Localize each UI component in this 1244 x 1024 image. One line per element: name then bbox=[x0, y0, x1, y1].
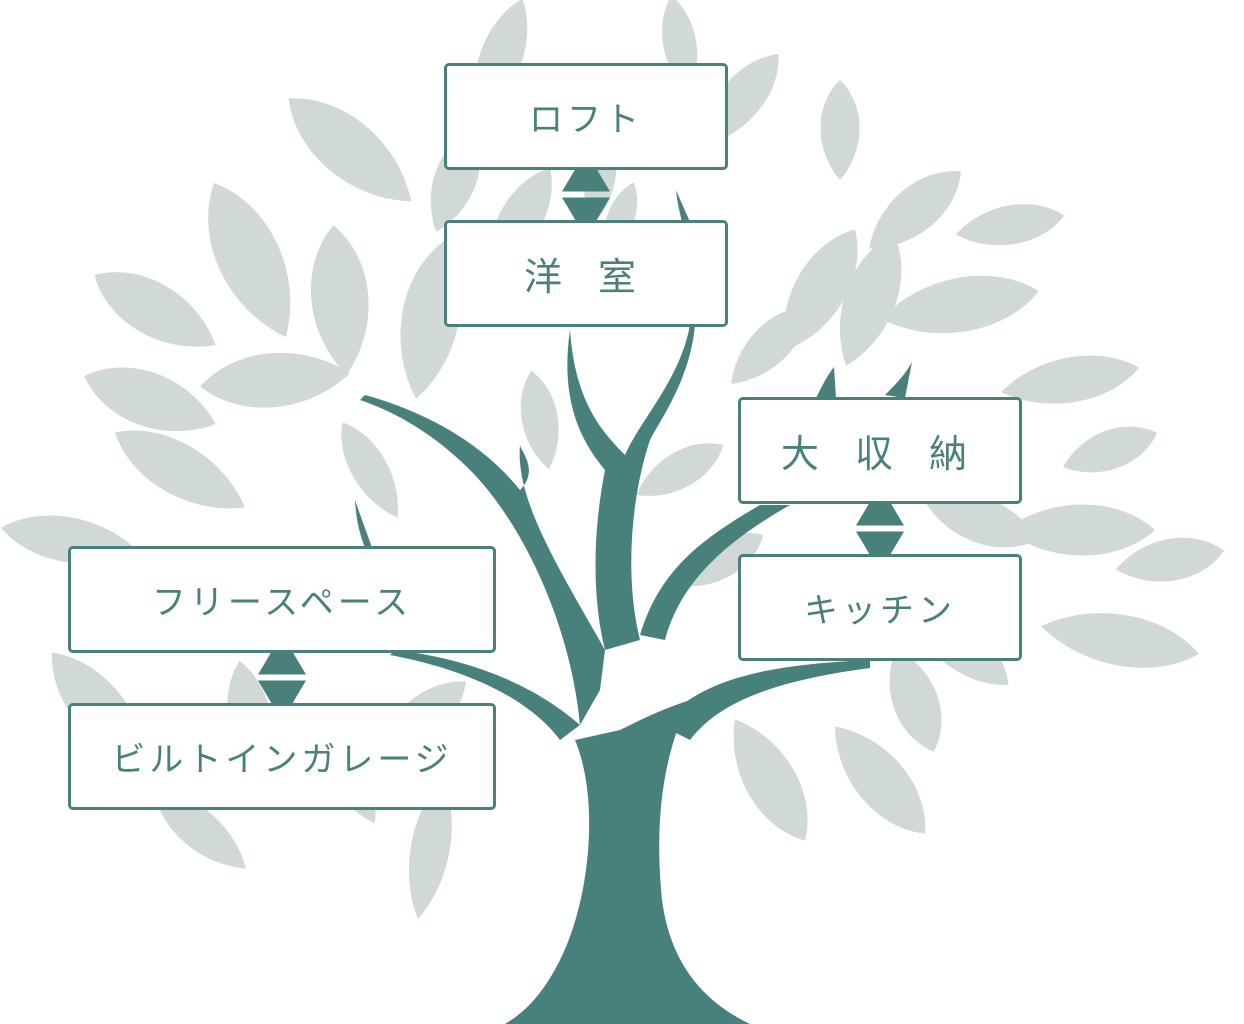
kitchen-label: キッチン bbox=[804, 591, 956, 631]
leaf-27 bbox=[835, 726, 926, 834]
leaf-21 bbox=[1005, 504, 1155, 556]
loft-box: ロフト bbox=[444, 63, 728, 170]
kitchen-connector-down-arrow-icon bbox=[856, 531, 904, 572]
leaf-28 bbox=[733, 719, 808, 841]
builtin_garage-connector-down-arrow-icon bbox=[258, 680, 306, 721]
leaf-19 bbox=[1001, 355, 1139, 404]
leaf-24 bbox=[923, 493, 1037, 548]
loft-connector-up-arrow-icon bbox=[562, 151, 610, 192]
leaf-3 bbox=[94, 272, 216, 347]
leaf-14 bbox=[955, 204, 1065, 246]
loft-label: ロフト bbox=[529, 100, 643, 140]
leaf-23 bbox=[1041, 613, 1199, 668]
builtin-garage-label: ビルトインガレージ bbox=[111, 740, 453, 780]
leaf-20 bbox=[1063, 426, 1157, 473]
leaf-40 bbox=[154, 791, 246, 869]
large_storage-connector-up-arrow-icon bbox=[856, 485, 904, 526]
leaf-26 bbox=[889, 648, 942, 752]
leaf-22 bbox=[1115, 537, 1225, 582]
builtin-garage-box: ビルトインガレージ bbox=[68, 703, 496, 810]
tree-trunk-and-branches bbox=[355, 190, 912, 1024]
western_room-connector-down-arrow-icon bbox=[562, 197, 610, 238]
free-space-label: フリースペース bbox=[151, 583, 413, 623]
leaf-6 bbox=[310, 225, 369, 375]
leaf-4 bbox=[84, 367, 216, 432]
leaf-13 bbox=[869, 171, 961, 249]
leaf-31 bbox=[520, 370, 559, 470]
leaf-16 bbox=[839, 234, 902, 366]
western-room-box: 洋 室 bbox=[444, 220, 728, 327]
leaf-12 bbox=[820, 80, 860, 180]
free_space-connector-up-arrow-icon bbox=[258, 634, 306, 675]
leaf-2 bbox=[208, 182, 291, 338]
leaf-33 bbox=[341, 422, 398, 518]
leaf-34 bbox=[115, 430, 245, 509]
large-storage-label: 大 収 納 bbox=[780, 432, 980, 476]
western-room-label: 洋 室 bbox=[523, 255, 649, 299]
kitchen-box: キッチン bbox=[738, 554, 1022, 661]
leaf-30 bbox=[636, 443, 724, 496]
connector-arrows bbox=[258, 151, 904, 721]
leaf-5 bbox=[200, 352, 350, 408]
leaf-18 bbox=[731, 306, 809, 384]
leaf-1 bbox=[288, 98, 412, 202]
leaf-39 bbox=[409, 781, 452, 919]
free-space-box: フリースペース bbox=[68, 546, 496, 653]
leaf-15 bbox=[881, 275, 1039, 334]
large-storage-box: 大 収 納 bbox=[738, 397, 1022, 504]
